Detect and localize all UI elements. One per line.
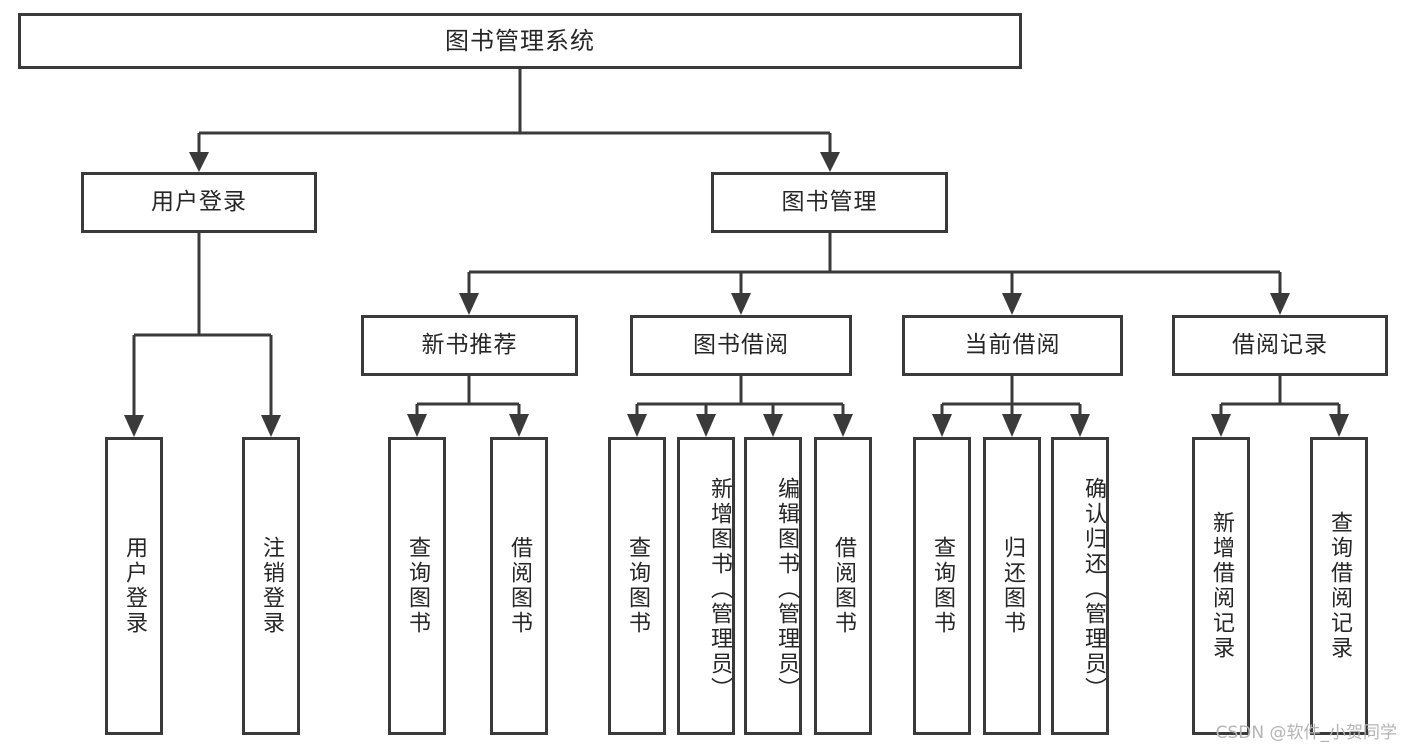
leaf-current-query-book[interactable]: 查询图书 — [913, 437, 971, 735]
node-label: 图书管理 — [781, 188, 878, 215]
node-label: 查询图书 — [929, 536, 955, 636]
leaf-user-login[interactable]: 用户登录 — [105, 437, 163, 735]
node-label: 查询图书 — [624, 536, 650, 636]
node-label: 编辑图书（管理员） — [774, 476, 799, 702]
leaf-borrow-edit-book-admin[interactable]: 编辑图书（管理员） — [744, 437, 802, 735]
node-label: 新书推荐 — [421, 331, 518, 358]
node-label: 用户登录 — [151, 188, 247, 215]
leaf-borrow-borrow-book[interactable]: 借阅图书 — [814, 437, 872, 735]
leaf-borrow-query-book[interactable]: 查询图书 — [608, 437, 666, 735]
node-borrow-records[interactable]: 借阅记录 — [1172, 315, 1388, 376]
node-label: 新增借阅记录 — [1208, 511, 1234, 661]
node-new-book-recommend[interactable]: 新书推荐 — [361, 315, 578, 376]
node-label: 借阅记录 — [1232, 331, 1328, 358]
leaf-records-add-record[interactable]: 新增借阅记录 — [1192, 437, 1250, 735]
node-label: 当前借阅 — [964, 331, 1061, 358]
node-book-borrow[interactable]: 图书借阅 — [630, 315, 852, 376]
node-label: 确认归还（管理员） — [1081, 476, 1106, 702]
node-label: 新增图书（管理员） — [707, 476, 732, 702]
node-current-borrow[interactable]: 当前借阅 — [902, 315, 1123, 376]
node-label: 归还图书 — [999, 536, 1025, 636]
node-label: 图书借阅 — [693, 331, 789, 358]
leaf-user-logout[interactable]: 注销登录 — [242, 437, 300, 735]
node-label: 借阅图书 — [506, 536, 532, 636]
node-label: 查询借阅记录 — [1326, 511, 1352, 661]
node-label: 查询图书 — [404, 536, 430, 636]
node-label: 借阅图书 — [830, 536, 856, 636]
node-user-login[interactable]: 用户登录 — [81, 172, 317, 233]
leaf-current-return-book[interactable]: 归还图书 — [983, 437, 1041, 735]
node-label: 注销登录 — [258, 536, 284, 636]
node-label: 用户登录 — [121, 536, 147, 636]
leaf-records-query-record[interactable]: 查询借阅记录 — [1310, 437, 1368, 735]
leaf-recommend-borrow-book[interactable]: 借阅图书 — [490, 437, 548, 735]
node-label: 图书管理系统 — [445, 26, 595, 55]
node-book-management[interactable]: 图书管理 — [711, 172, 948, 233]
node-root-system[interactable]: 图书管理系统 — [18, 13, 1022, 69]
leaf-recommend-query-book[interactable]: 查询图书 — [388, 437, 446, 735]
watermark-text: CSDN @软件_小贺同学 — [1215, 723, 1397, 743]
leaf-borrow-add-book-admin[interactable]: 新增图书（管理员） — [677, 437, 735, 735]
leaf-current-confirm-return-admin[interactable]: 确认归还（管理员） — [1051, 437, 1109, 735]
